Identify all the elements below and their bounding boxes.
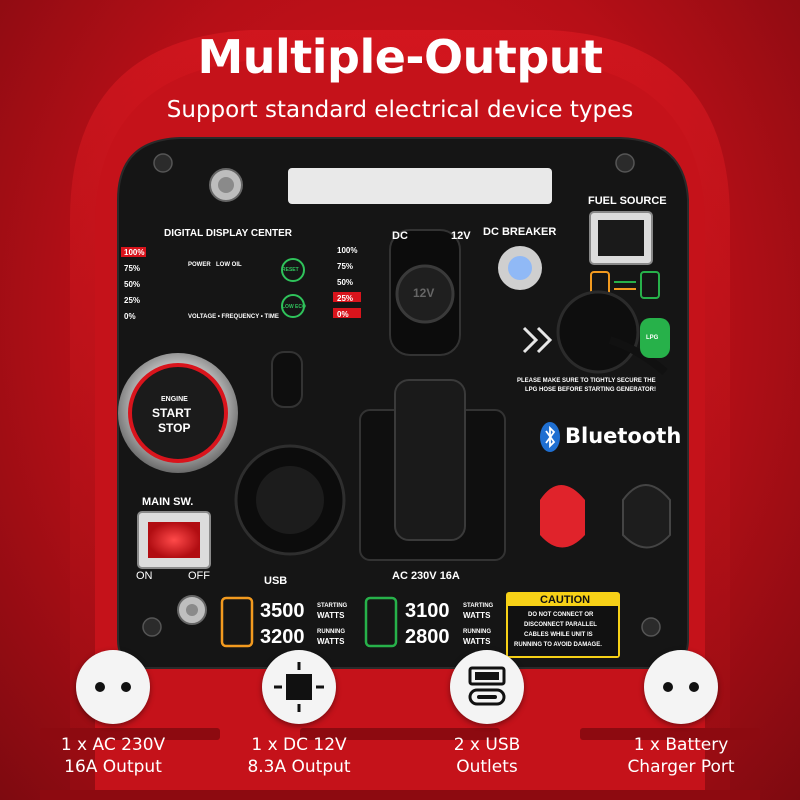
engine-label: ENGINE	[161, 396, 188, 403]
gas-watts-label-1: WATTS	[317, 611, 345, 620]
feature-dc: 1 x DC 12V 8.3A Output	[216, 734, 382, 778]
gas-starting-watts: 3500	[260, 600, 305, 622]
low-oil-label: LOW OIL	[216, 262, 242, 268]
page-title: Multiple-Output	[197, 30, 603, 84]
dc-label: DC	[392, 230, 408, 242]
usb-label: USB	[264, 575, 288, 587]
display-label: DIGITAL DISPLAY CENTER	[164, 228, 292, 239]
dc-socket-icon	[262, 650, 336, 724]
battery-level-label: 0%	[337, 310, 349, 319]
lpg-running-watts: 2800	[405, 626, 450, 648]
battery-level-label: 100%	[337, 246, 358, 255]
lpg-running-label: RUNNING	[463, 629, 491, 635]
caution-line1: DO NOT CONNECT OR	[528, 612, 594, 618]
feature-ac: 1 x AC 230V 16A Output	[30, 734, 196, 778]
ac-socket-icon	[76, 650, 150, 724]
feature-battery: 1 x Battery Charger Port	[598, 734, 764, 778]
reset-button[interactable]: RESET	[282, 267, 299, 273]
feature-usb-line1: 2 x USB	[453, 735, 521, 755]
ac-socket-label: AC 230V 16A	[392, 570, 460, 582]
feature-usb: 2 x USB Outlets	[404, 734, 570, 778]
socket-12v-label: 12V	[413, 286, 435, 300]
battery-level-label: 50%	[124, 280, 141, 289]
lpg-watts-label-2: WATTS	[463, 637, 491, 646]
battery-level-label: 25%	[124, 296, 141, 305]
v12-label: 12V	[451, 230, 471, 242]
feature-battery-line1: 1 x Battery	[633, 735, 729, 755]
bluetooth-label: Bluetooth	[565, 424, 682, 448]
dc-breaker-label: DC BREAKER	[483, 226, 557, 238]
caution-line4: RUNNING TO AVOID DAMAGE.	[514, 642, 602, 648]
caution-line3: CABLES WHILE UNIT IS	[524, 632, 593, 638]
page-subtitle: Support standard electrical device types	[166, 97, 634, 123]
battery-level-label: 25%	[337, 294, 354, 303]
battery-level-label: 50%	[337, 278, 354, 287]
battery-level-label: 0%	[124, 312, 136, 321]
gas-watts-label-2: WATTS	[317, 637, 345, 646]
feature-ac-line2: 16A Output	[64, 757, 162, 777]
battery-level-label: 75%	[124, 264, 141, 273]
feature-battery-line2: Charger Port	[627, 757, 735, 777]
lpg-label: LPG	[646, 335, 659, 341]
caution-title: CAUTION	[540, 594, 591, 606]
fuel-source-label: FUEL SOURCE	[588, 195, 667, 207]
start-label[interactable]: START	[152, 406, 192, 420]
gas-running-label: RUNNING	[317, 629, 345, 635]
lpg-starting-label: STARTING	[463, 603, 494, 609]
battery-port-icon	[644, 650, 718, 724]
lpg-watts-label-1: WATTS	[463, 611, 491, 620]
feature-usb-line2: Outlets	[456, 757, 518, 777]
feature-dc-line1: 1 x DC 12V	[251, 735, 347, 755]
usb-icon	[450, 650, 524, 724]
low-eco-button[interactable]: LOW ECO	[282, 304, 306, 310]
on-label: ON	[136, 570, 153, 582]
feature-dc-line2: 8.3A Output	[247, 757, 351, 777]
gas-starting-label: STARTING	[317, 603, 348, 609]
lpg-warning-line1: PLEASE MAKE SURE TO TIGHTLY SECURE THE	[517, 378, 656, 384]
feature-ac-line1: 1 x AC 230V	[60, 735, 166, 755]
main-switch-label: MAIN SW.	[142, 496, 194, 508]
lpg-warning-line2: LPG HOSE BEFORE STARTING GENERATOR!	[525, 387, 657, 393]
battery-level-label: 75%	[337, 262, 354, 271]
power-label: POWER	[188, 262, 211, 268]
gas-running-watts: 3200	[260, 626, 305, 648]
lpg-starting-watts: 3100	[405, 600, 450, 622]
caution-line2: DISCONNECT PARALLEL	[524, 622, 597, 628]
battery-level-label: 100%	[124, 248, 145, 257]
off-label: OFF	[188, 570, 210, 582]
vft-label: VOLTAGE • FREQUENCY • TIME	[188, 314, 279, 320]
bluetooth-icon	[540, 422, 560, 452]
stop-label[interactable]: STOP	[158, 421, 191, 435]
